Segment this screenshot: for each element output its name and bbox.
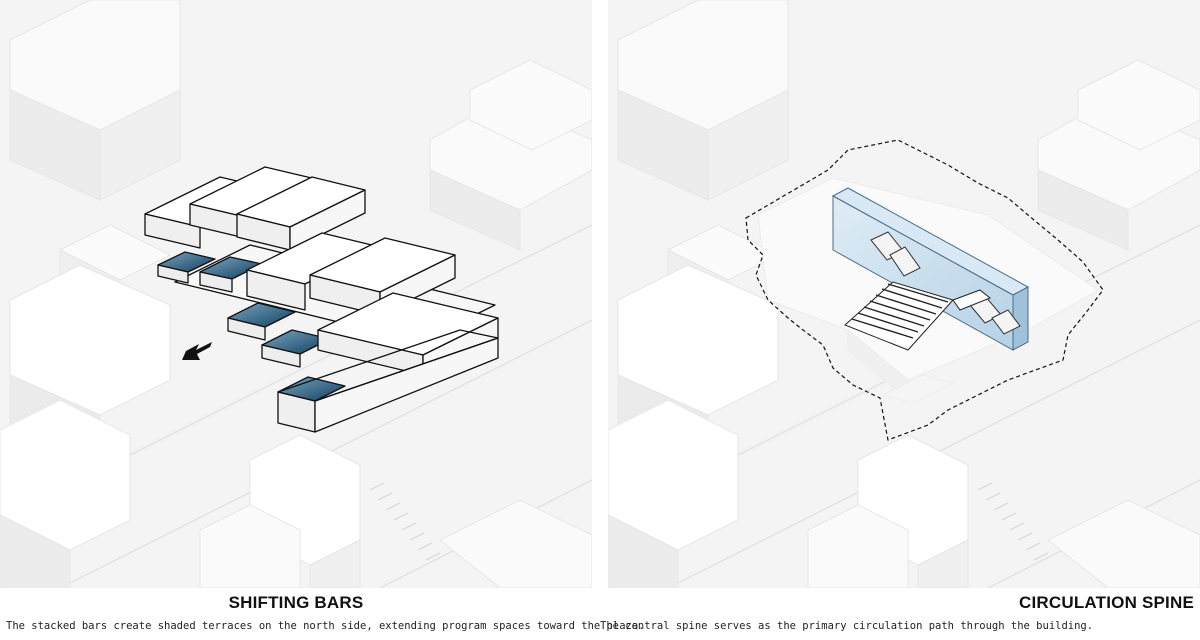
circulation-spine-diagram (608, 0, 1200, 588)
escalator-icon (870, 231, 1021, 335)
circulation-spine (831, 187, 1030, 351)
panel-caption-shifting-bars: The stacked bars create shaded terraces … (6, 620, 645, 632)
parking-stripes (369, 482, 441, 561)
panel-title-circulation-spine: CIRCULATION SPINE (1019, 593, 1194, 612)
circulation-spine-drawing (608, 0, 1200, 588)
context-buildings (0, 0, 592, 588)
direction-arrow-icon (182, 342, 212, 360)
panel-title-shifting-bars: SHIFTING BARS (228, 593, 364, 612)
stair-icon (844, 281, 991, 351)
parking-stripes (977, 482, 1049, 561)
shifting-bars-drawing (0, 0, 592, 588)
context-buildings (608, 0, 1200, 588)
shifting-bars-diagram (0, 0, 592, 588)
building-outline (745, 139, 1104, 441)
stacked-bars-building (144, 166, 499, 433)
panel-caption-circulation-spine: The central spine serves as the primary … (600, 620, 1094, 632)
